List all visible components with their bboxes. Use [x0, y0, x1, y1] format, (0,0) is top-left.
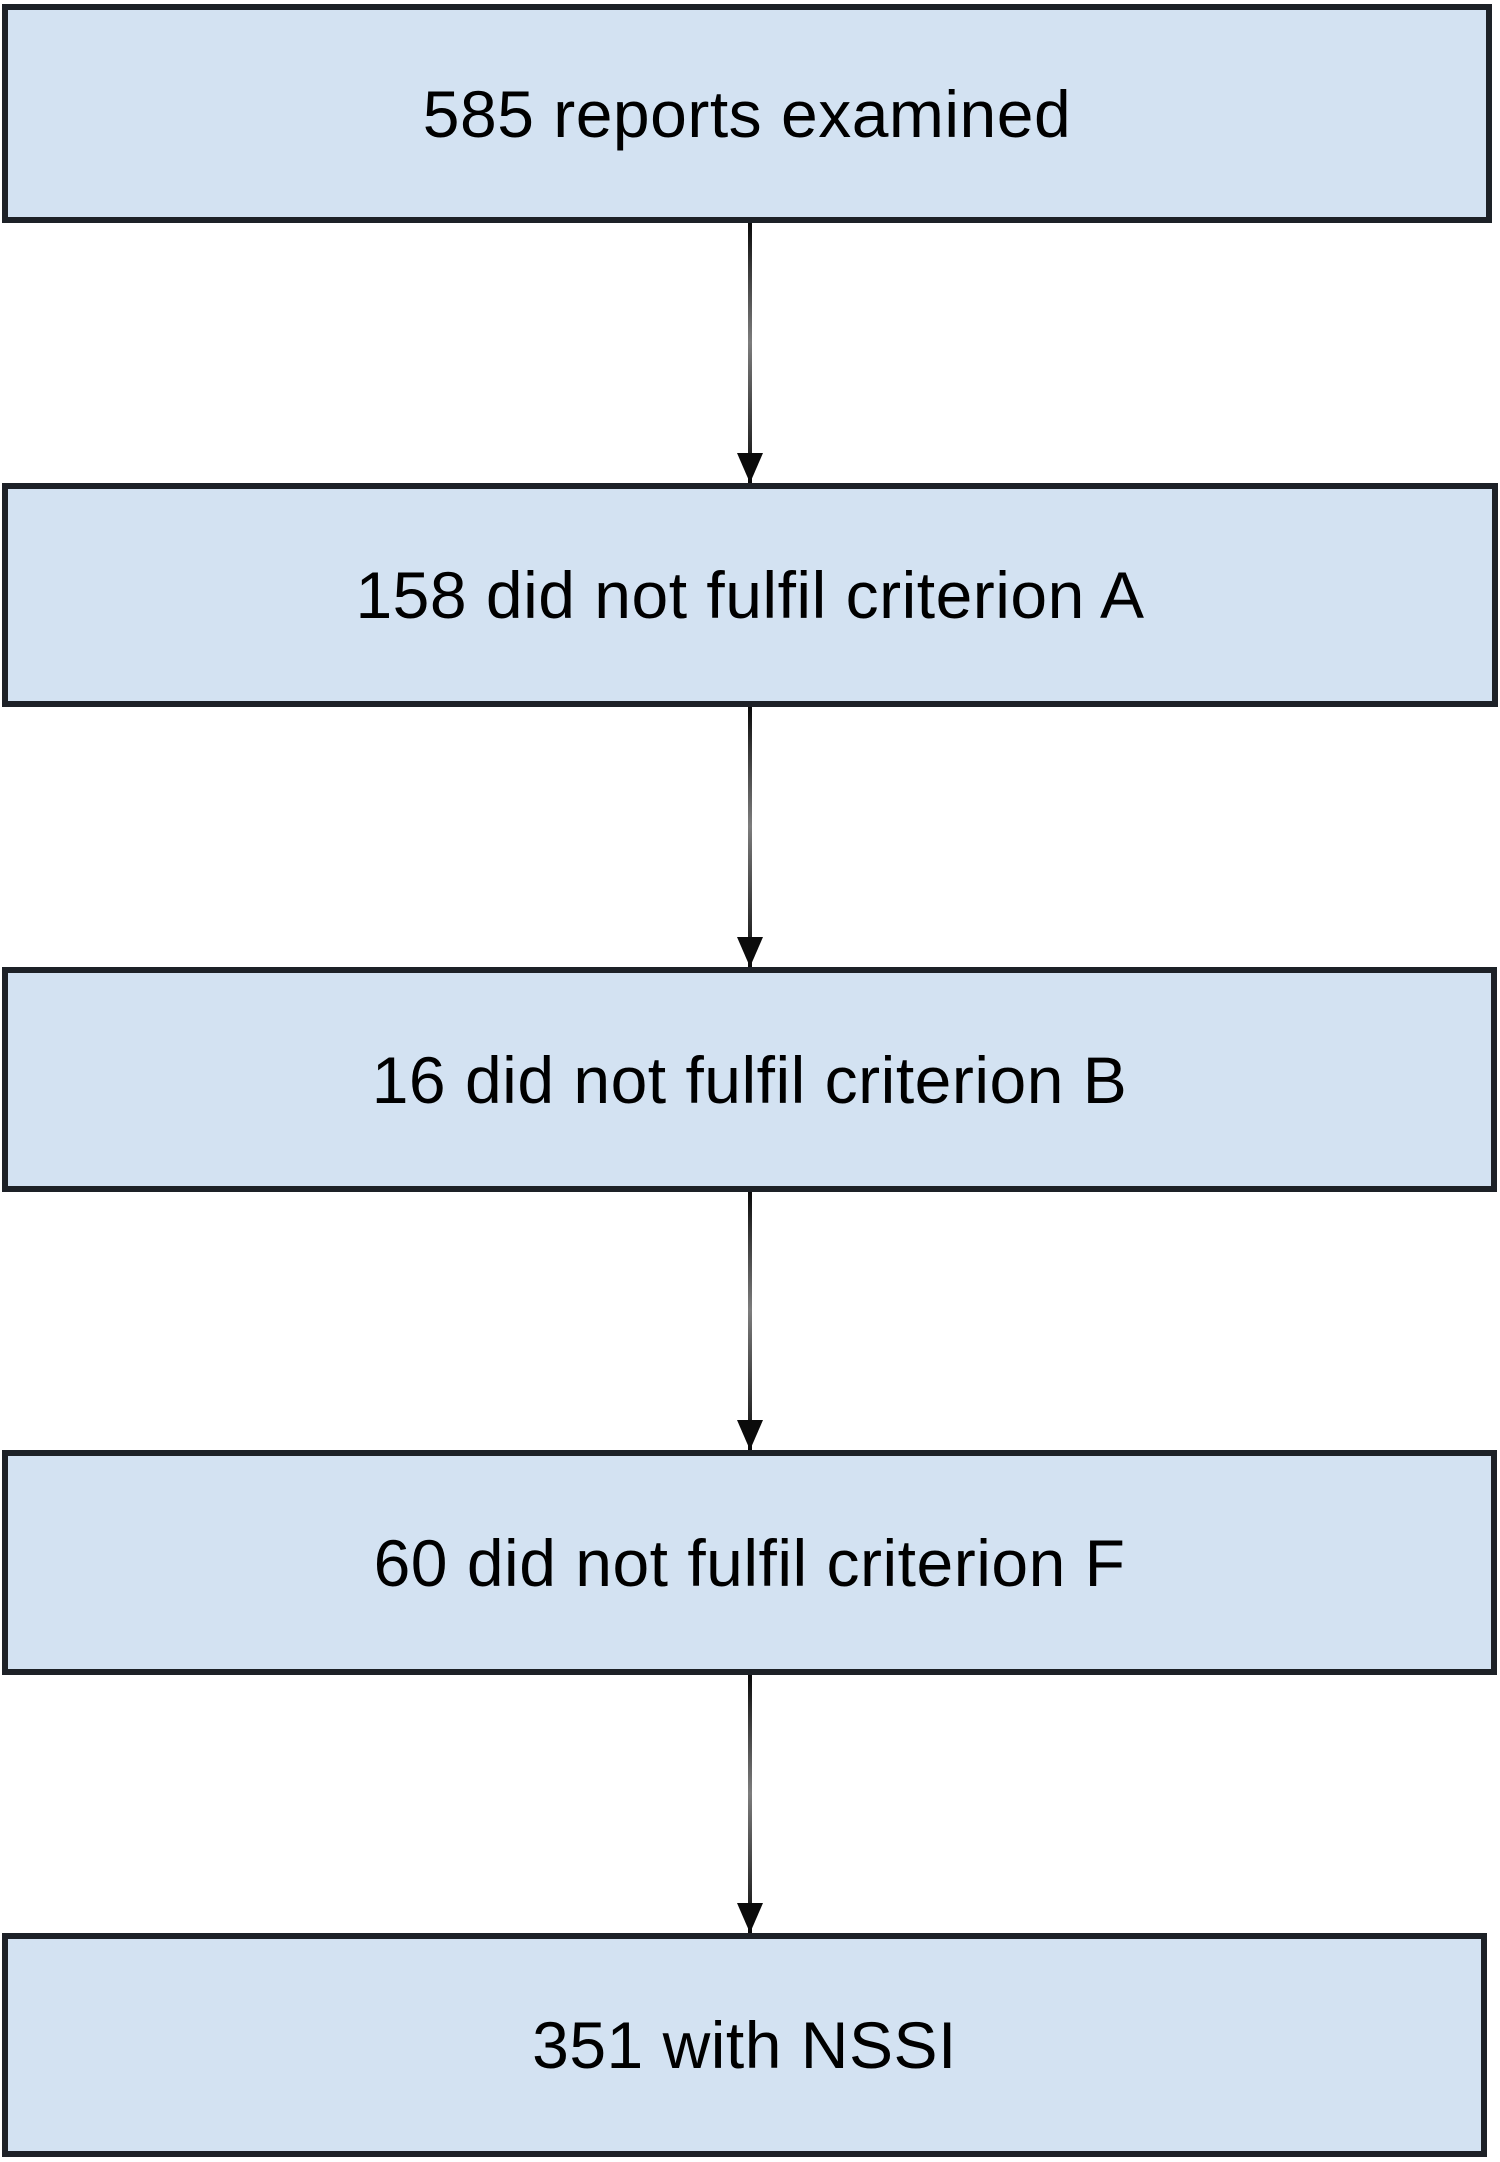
- flow-node-reports-examined: 585 reports examined: [2, 4, 1492, 223]
- flow-node-label: 60 did not fulfil criterion F: [373, 1525, 1126, 1600]
- flow-node-label: 158 did not fulfil criterion A: [355, 558, 1145, 632]
- flow-node-criterion-b-excluded: 16 did not fulfil criterion B: [2, 967, 1497, 1192]
- arrow-head-icon: [737, 1420, 763, 1450]
- flow-arrow-down-4: [736, 1675, 764, 1933]
- flow-node-label: 351 with NSSI: [532, 2008, 957, 2082]
- flow-arrow-down-2: [736, 707, 764, 967]
- flow-node-criterion-f-excluded: 60 did not fulfil criterion F: [2, 1450, 1497, 1675]
- arrow-head-icon: [737, 937, 763, 967]
- arrow-head-icon: [737, 1903, 763, 1933]
- arrow-head-icon: [737, 453, 763, 483]
- arrow-line: [748, 707, 752, 967]
- flow-node-label: 16 did not fulfil criterion B: [371, 1042, 1128, 1117]
- flow-arrow-down-3: [736, 1192, 764, 1450]
- arrow-line: [748, 1675, 752, 1933]
- flow-node-nssi-result: 351 with NSSI: [2, 1933, 1487, 2157]
- arrow-line: [748, 223, 752, 483]
- flow-node-criterion-a-excluded: 158 did not fulfil criterion A: [2, 483, 1498, 707]
- flow-arrow-down-1: [736, 223, 764, 483]
- flow-node-label: 585 reports examined: [422, 76, 1072, 151]
- arrow-line: [748, 1192, 752, 1450]
